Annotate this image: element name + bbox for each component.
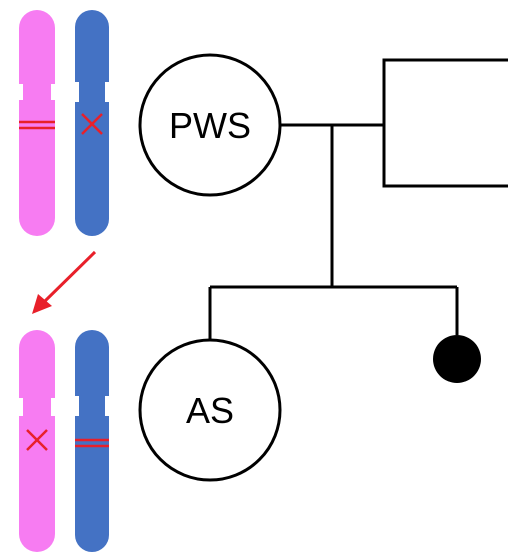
inheritance-arrow bbox=[32, 250, 97, 314]
imprint-mark-maternal-top bbox=[19, 120, 55, 130]
deletion-mark-maternal-bottom bbox=[26, 429, 48, 451]
mother-symbol: PWS bbox=[138, 53, 282, 197]
father-symbol bbox=[382, 58, 508, 188]
imprint-mark-paternal-bottom bbox=[75, 438, 109, 448]
chromosome-pair-bottom bbox=[15, 330, 113, 552]
daughter-symbol: AS bbox=[138, 338, 282, 482]
deletion-mark-paternal-top bbox=[81, 113, 103, 135]
mother-label: PWS bbox=[169, 105, 251, 146]
affected-child-symbol bbox=[433, 335, 481, 383]
daughter-label: AS bbox=[186, 390, 234, 431]
chromosome-pair-top bbox=[15, 10, 113, 236]
